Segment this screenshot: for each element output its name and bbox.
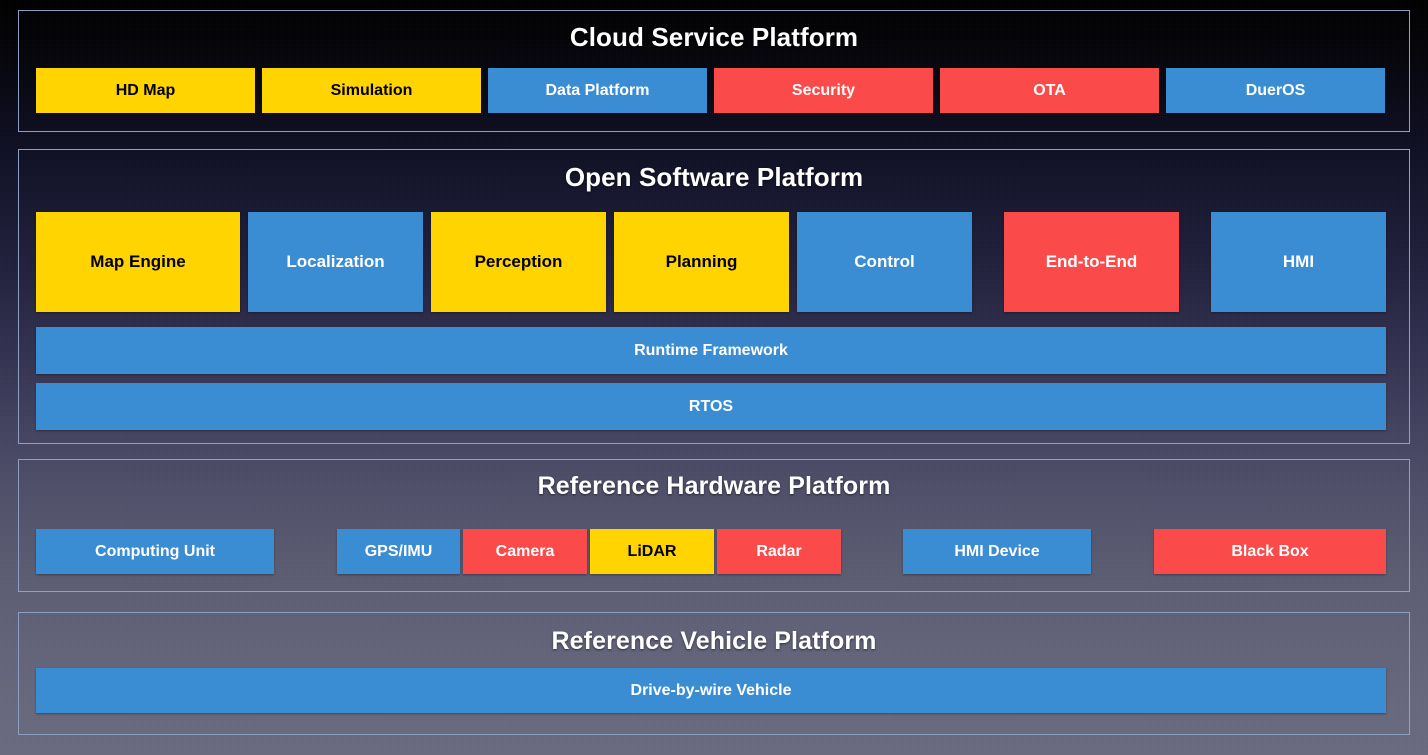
box-label: Black Box <box>1231 542 1309 560</box>
box-label: HMI Device <box>954 542 1040 560</box>
box-perception[interactable]: Perception <box>431 212 606 312</box>
box-label: HMI <box>1282 251 1315 271</box>
bar-rtos[interactable]: RTOS <box>36 383 1386 430</box>
box-localization[interactable]: Localization <box>248 212 423 312</box>
box-simulation[interactable]: Simulation <box>262 68 481 113</box>
panel-title-cloud-service-platform: Cloud Service Platform <box>569 22 859 52</box>
box-security[interactable]: Security <box>714 68 933 113</box>
box-label: OTA <box>1033 81 1066 99</box>
bar-drive-by-wire-vehicle[interactable]: Drive-by-wire Vehicle <box>36 668 1386 713</box>
panel-cloud-service-platform: Cloud Service Platform <box>18 10 1410 132</box>
box-end-to-end[interactable]: End-to-End <box>1004 212 1179 312</box>
box-label: Simulation <box>330 81 413 99</box>
box-label: Control <box>854 251 915 271</box>
box-hmi-device[interactable]: HMI Device <box>903 529 1091 574</box>
panel-reference-hardware-platform: Reference Hardware Platform <box>18 459 1410 592</box>
box-hmi[interactable]: HMI <box>1211 212 1386 312</box>
panel-title-reference-hardware-platform: Reference Hardware Platform <box>537 472 891 500</box>
box-label: HD Map <box>115 81 176 99</box>
bar-label: Drive-by-wire Vehicle <box>630 681 792 699</box>
box-ota[interactable]: OTA <box>940 68 1159 113</box>
bar-label: Runtime Framework <box>634 341 788 359</box>
box-label: Map Engine <box>90 251 186 271</box>
box-label: Perception <box>474 251 563 271</box>
box-camera[interactable]: Camera <box>463 529 587 574</box>
box-label: GPS/IMU <box>364 542 433 560</box>
box-black-box[interactable]: Black Box <box>1154 529 1386 574</box>
box-label: Data Platform <box>545 81 650 99</box>
panel-title-reference-vehicle-platform: Reference Vehicle Platform <box>551 627 877 655</box>
box-map-engine[interactable]: Map Engine <box>36 212 240 312</box>
box-lidar[interactable]: LiDAR <box>590 529 714 574</box>
box-label: LiDAR <box>627 542 677 560</box>
box-dueros[interactable]: DuerOS <box>1166 68 1385 113</box>
box-label: Localization <box>286 251 385 271</box>
box-label: End-to-End <box>1045 251 1138 271</box>
box-planning[interactable]: Planning <box>614 212 789 312</box>
bar-label: RTOS <box>688 397 734 415</box>
box-label: Computing Unit <box>95 542 215 560</box>
box-label: Planning <box>665 251 738 271</box>
box-computing-unit[interactable]: Computing Unit <box>36 529 274 574</box>
panel-reference-vehicle-platform: Reference Vehicle Platform <box>18 612 1410 735</box>
box-label: Radar <box>756 542 802 560</box>
box-control[interactable]: Control <box>797 212 972 312</box>
bar-runtime-framework[interactable]: Runtime Framework <box>36 327 1386 374</box>
box-label: DuerOS <box>1245 81 1306 99</box>
box-hd-map[interactable]: HD Map <box>36 68 255 113</box>
box-data-platform[interactable]: Data Platform <box>488 68 707 113</box>
panel-open-software-platform: Open Software Platform <box>18 149 1410 444</box>
box-radar[interactable]: Radar <box>717 529 841 574</box>
box-label: Security <box>791 81 856 99</box>
panel-title-open-software-platform: Open Software Platform <box>564 162 864 192</box>
box-label: Camera <box>495 542 555 560</box>
box-gps-imu[interactable]: GPS/IMU <box>337 529 460 574</box>
